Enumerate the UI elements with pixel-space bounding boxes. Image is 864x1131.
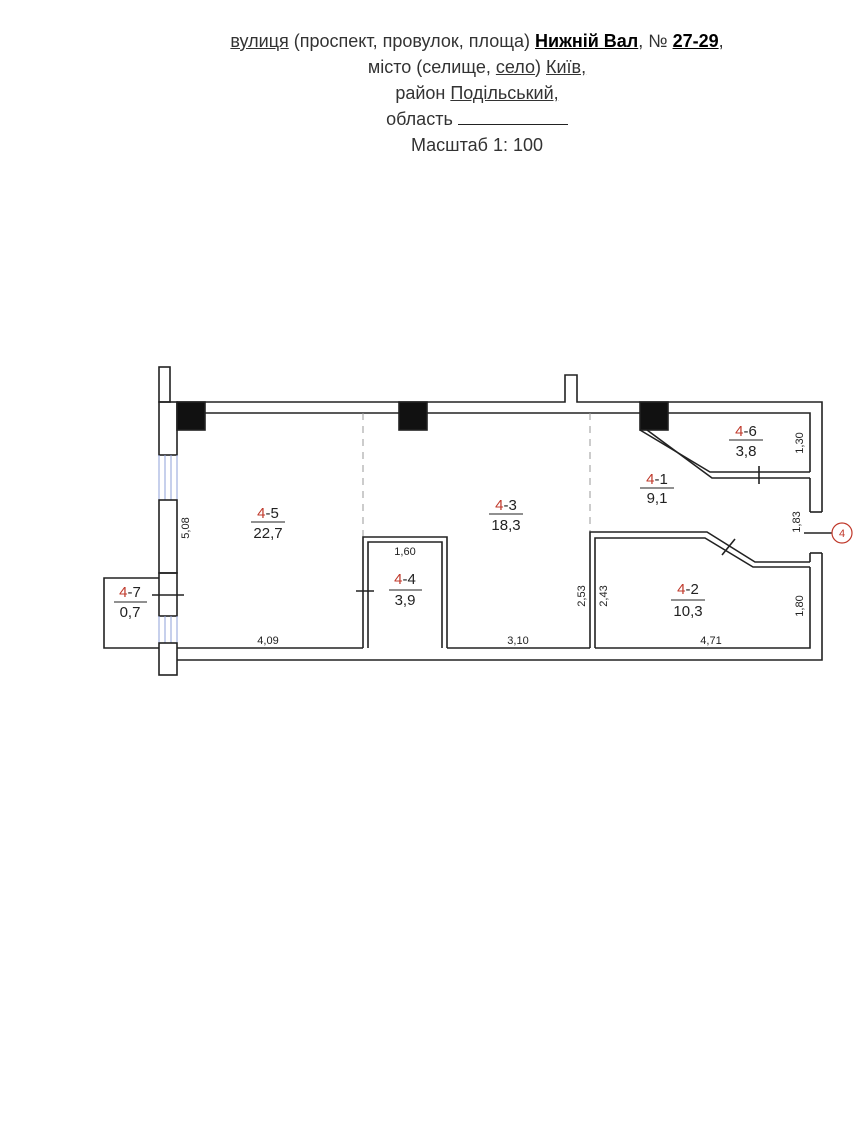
room-suffix: -3 <box>504 497 517 514</box>
dimension-label: 1,80 <box>794 595 806 616</box>
dimension-label: 4,71 <box>700 635 721 647</box>
room-prefix: 4 <box>495 497 503 514</box>
room-area: 3,8 <box>736 443 757 460</box>
room-label-4-1: 4-1 9,1 <box>640 471 674 507</box>
room-label-4-7: 4-7 0,7 <box>114 584 147 621</box>
dimension-label: 1,60 <box>394 546 415 558</box>
city-village: село <box>495 57 536 77</box>
svg-text:4-5: 4-5 <box>257 505 279 522</box>
entrance-marker <box>831 522 853 544</box>
room-area: 9,1 <box>647 490 668 507</box>
column <box>398 401 428 431</box>
building-number: 27-29 <box>672 31 719 51</box>
inner-wall-top <box>177 412 811 472</box>
wall-segment <box>158 642 178 676</box>
room-label-4-4: 4-4 3,9 <box>389 571 422 609</box>
window <box>158 455 178 500</box>
address-line-district: район Подільський, <box>0 80 864 106</box>
city-name: Київ, <box>546 57 587 77</box>
room-suffix: -1 <box>655 471 668 488</box>
dimension-label: 2,53 <box>576 585 588 606</box>
room-suffix: -2 <box>686 581 699 598</box>
room-suffix: -6 <box>744 423 757 440</box>
street-name: Нижній Вал <box>535 31 639 51</box>
room-label-4-2: 4-2 10,3 <box>671 581 705 620</box>
room-area: 10,3 <box>673 603 702 620</box>
street-label: вулиця <box>230 31 289 51</box>
street-types: (проспект, провулок, площа) <box>288 31 536 51</box>
column <box>176 401 206 431</box>
region-label: область <box>386 109 458 129</box>
wall-segment <box>158 499 178 574</box>
dimension-label: 4,09 <box>257 635 278 647</box>
room-4-4-outer-wall <box>362 536 448 648</box>
comma: , <box>718 31 724 51</box>
room-4-6-wall <box>646 429 810 479</box>
address-line-city: місто (селище, село) Київ, <box>0 54 864 80</box>
svg-text:4-2: 4-2 <box>677 581 699 598</box>
room-label-4-5: 4-5 22,7 <box>251 505 285 542</box>
column <box>639 401 669 431</box>
dimension-label: 2,43 <box>598 585 610 606</box>
room-4-2-wall <box>594 537 810 648</box>
room-prefix: 4 <box>257 505 265 522</box>
svg-text:4-4: 4-4 <box>394 571 416 588</box>
room-suffix: -4 <box>403 571 416 588</box>
outer-wall-bottom <box>177 553 823 661</box>
address-line-street: вулиця (проспект, провулок, площа) Нижні… <box>0 28 864 54</box>
inner-wall-right-lower <box>595 567 811 649</box>
room-4-6-wall <box>639 429 810 473</box>
room-suffix: -5 <box>266 505 279 522</box>
wall-segment <box>158 366 171 403</box>
room-area: 18,3 <box>491 517 520 534</box>
room-label-4-3: 4-3 18,3 <box>489 497 523 534</box>
district-label: район <box>395 83 451 103</box>
room-area: 0,7 <box>120 604 141 621</box>
district-name: Подільський, <box>450 83 559 103</box>
svg-text:4-3: 4-3 <box>495 497 517 514</box>
entrance-marker-label: 4 <box>839 528 845 540</box>
region-blank <box>457 110 568 125</box>
dimension-label: 3,10 <box>507 635 528 647</box>
dimension-label: 1,83 <box>791 511 803 532</box>
room-prefix: 4 <box>735 423 743 440</box>
city-close: ) <box>535 57 547 77</box>
dimension-label: 1,30 <box>794 432 806 453</box>
room-4-2-wall <box>589 531 810 648</box>
outer-wall-top <box>177 374 823 512</box>
room-prefix: 4 <box>646 471 654 488</box>
room-prefix: 4 <box>119 584 127 601</box>
door-tick <box>721 538 736 556</box>
room-prefix: 4 <box>394 571 402 588</box>
svg-text:4-1: 4-1 <box>646 471 668 488</box>
svg-text:4-6: 4-6 <box>735 423 757 440</box>
room-4-4-inner-wall <box>367 541 443 648</box>
room-label-4-6: 4-6 3,8 <box>729 423 763 460</box>
room-suffix: -7 <box>128 584 141 601</box>
number-sign: , № <box>638 31 673 51</box>
wall-segment <box>158 401 178 456</box>
window <box>158 616 178 643</box>
scale-label: Масштаб 1: 100 <box>410 135 544 155</box>
room-area: 3,9 <box>395 592 416 609</box>
dimension-label: 5,08 <box>180 517 192 538</box>
room-prefix: 4 <box>677 581 685 598</box>
room-area: 22,7 <box>253 525 282 542</box>
address-line-region: область <box>0 106 864 132</box>
room-4-7-outline <box>103 577 159 649</box>
city-prefix: місто (селище, <box>367 57 496 77</box>
svg-text:4-7: 4-7 <box>119 584 141 601</box>
